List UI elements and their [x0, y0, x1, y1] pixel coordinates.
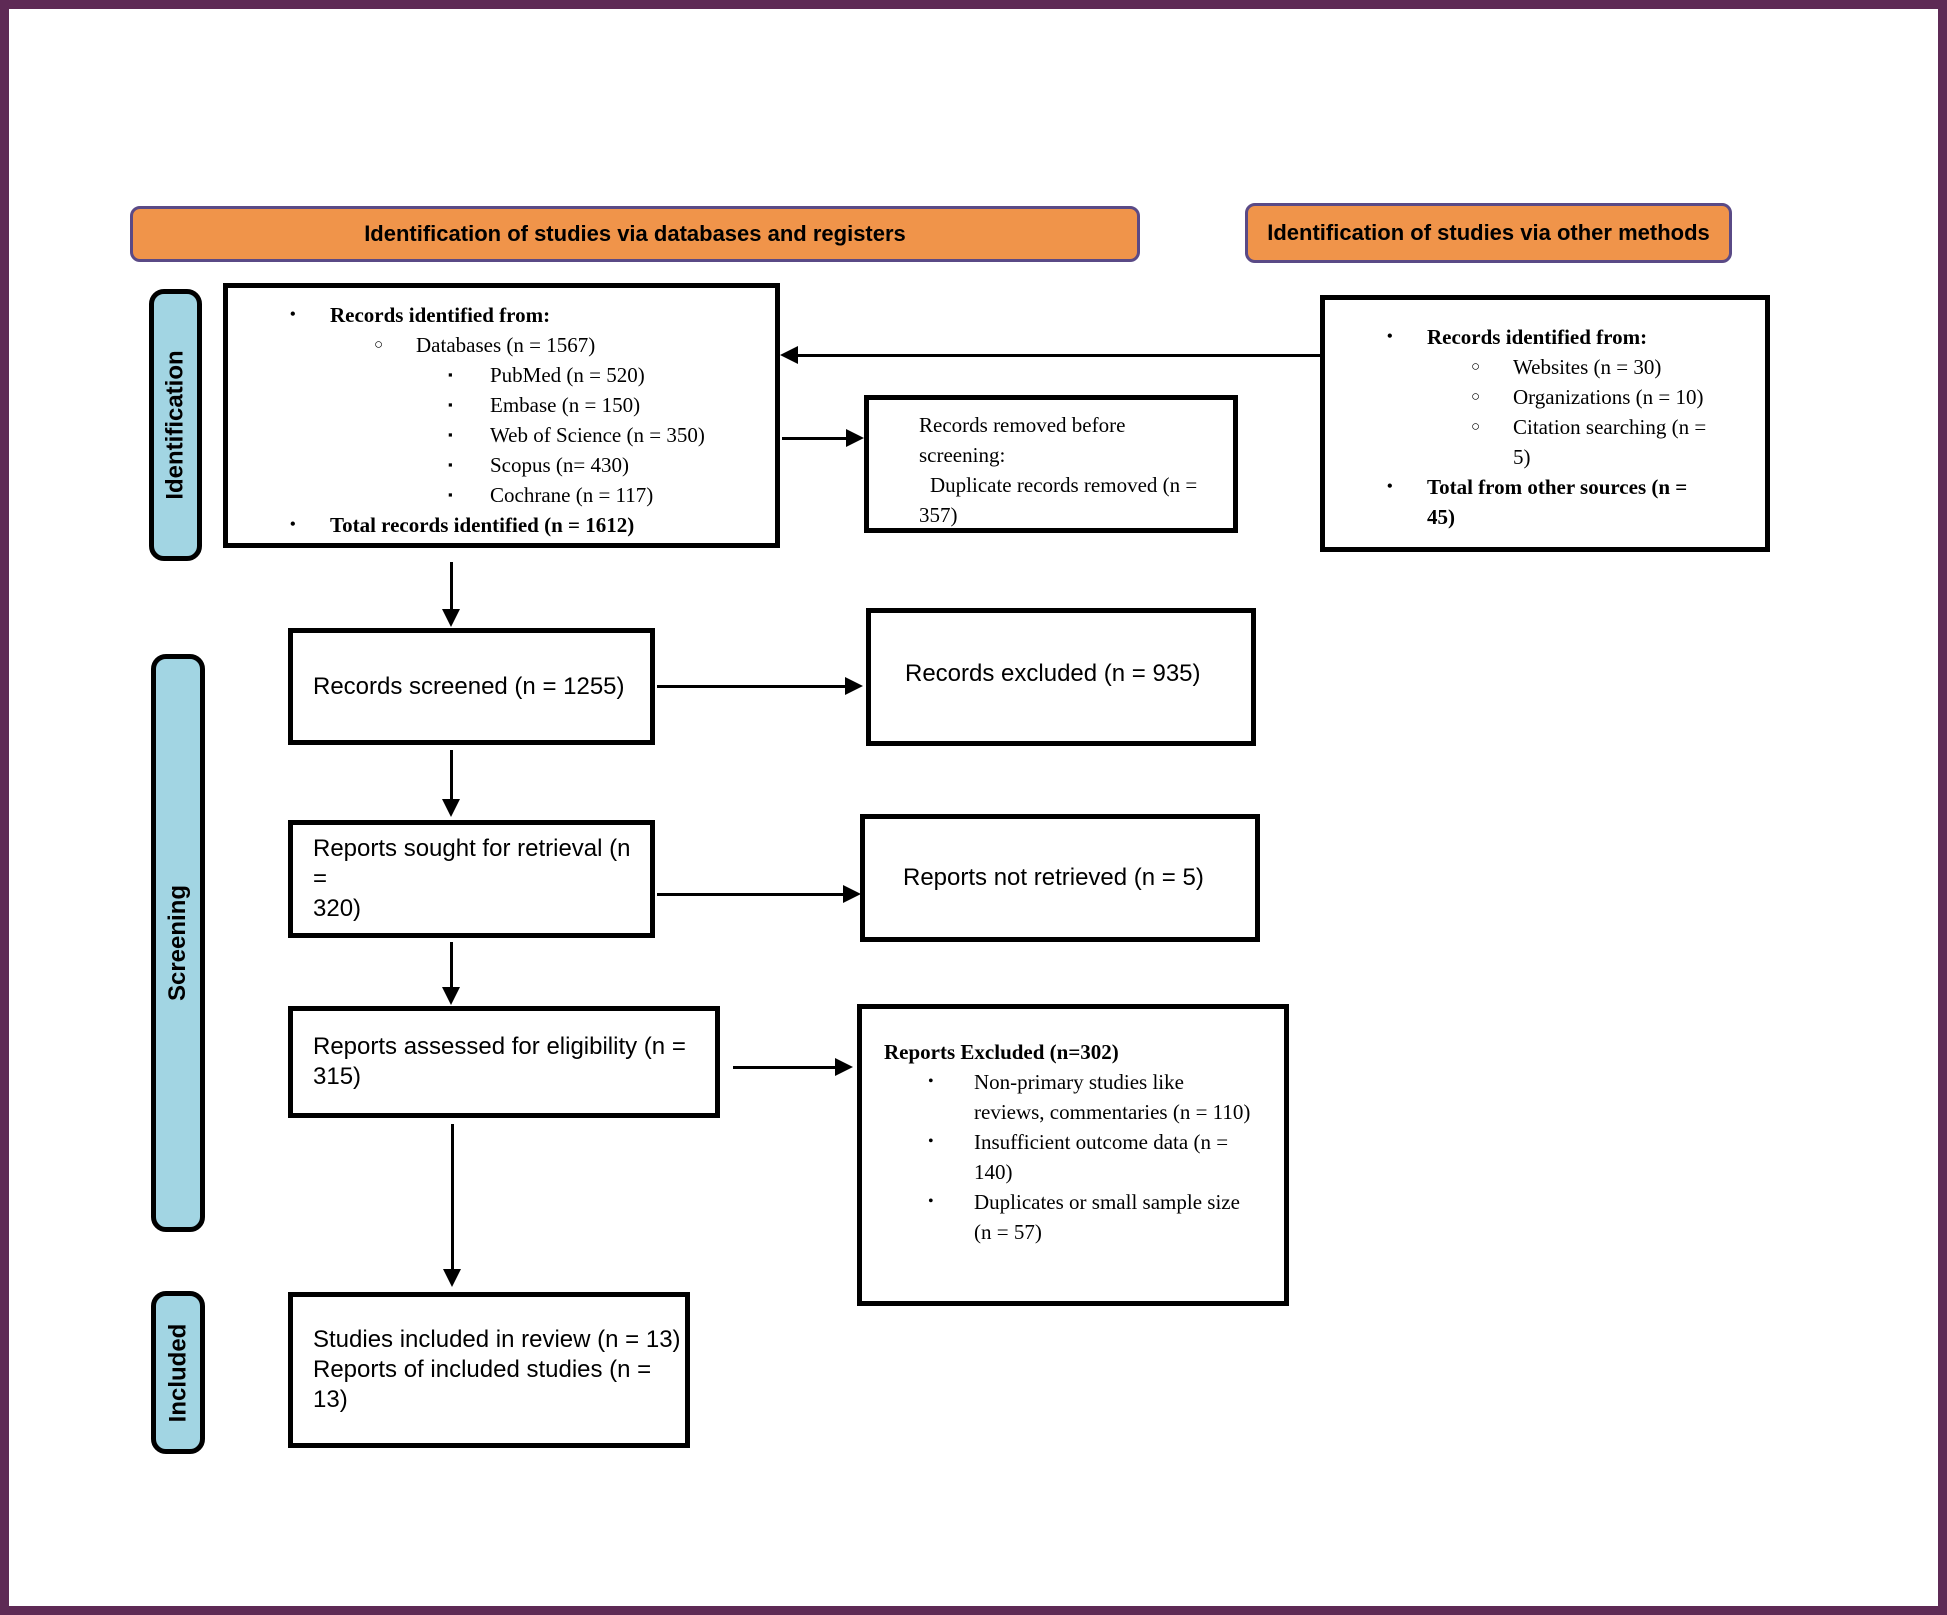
square-bullet-icon: ▪	[448, 397, 453, 412]
list-item: ▪Scopus (n= 430)	[228, 450, 775, 480]
box-reports-not-retrieved: Reports not retrieved (n = 5)	[860, 814, 1260, 942]
box-other-methods-identified: •Records identified from: ○Websites (n =…	[1320, 295, 1770, 552]
header-databases-registers: Identification of studies via databases …	[130, 206, 1140, 262]
arrowhead-right-icon	[845, 677, 863, 695]
records-screened-text: Records screened (n = 1255)	[313, 672, 625, 700]
reports-sought-text: Reports sought for retrieval (n = 320)	[313, 835, 631, 922]
circle-bullet-icon: ○	[1471, 419, 1481, 435]
list-item: •Non-primary studies like reviews, comme…	[862, 1067, 1284, 1127]
stage-label-identification-text: Identification	[161, 350, 189, 500]
list-item: ○Websites (n = 30)	[1325, 352, 1765, 382]
bullet-icon: •	[290, 306, 296, 323]
stage-label-included: Included	[151, 1291, 205, 1454]
stage-label-included-text: Included	[164, 1323, 192, 1422]
list-item: ▪Web of Science (n = 350)	[228, 420, 775, 450]
circle-bullet-icon: ○	[1471, 359, 1481, 375]
arrowhead-down-icon	[442, 609, 460, 627]
box-reports-assessed: Reports assessed for eligibility (n = 31…	[288, 1006, 720, 1118]
bullet-icon: •	[1387, 328, 1393, 345]
box-reports-sought: Reports sought for retrieval (n = 320)	[288, 820, 655, 938]
header-other-methods-label: Identification of studies via other meth…	[1267, 220, 1710, 245]
square-bullet-icon: ▪	[448, 367, 453, 382]
bullet-icon: •	[1387, 478, 1393, 495]
list-item: ○Organizations (n = 10)	[1325, 382, 1765, 412]
box-studies-included: Studies included in review (n = 13) Repo…	[288, 1292, 690, 1448]
arrowhead-down-icon	[443, 1269, 461, 1287]
studies-included-text: Studies included in review (n = 13)	[313, 1326, 681, 1353]
list-item: •Total from other sources (n = 45)	[1325, 472, 1765, 532]
arrowhead-left-icon	[780, 346, 798, 364]
list-item: ▪PubMed (n = 520)	[228, 360, 775, 390]
list-item: •Records identified from:	[228, 300, 775, 330]
square-bullet-icon: ▪	[448, 427, 453, 442]
list-item: ▪Embase (n = 150)	[228, 390, 775, 420]
box-records-excluded: Records excluded (n = 935)	[866, 608, 1256, 746]
list-item: •Insufficient outcome data (n = 140)	[862, 1127, 1284, 1187]
reports-assessed-text: Reports assessed for eligibility (n = 31…	[313, 1033, 686, 1090]
box-records-identified: •Records identified from: ○Databases (n …	[223, 283, 780, 548]
arrowhead-right-icon	[835, 1058, 853, 1076]
list-item: •Total records identified (n = 1612)	[228, 510, 775, 540]
header-other-methods: Identification of studies via other meth…	[1245, 203, 1732, 263]
stage-label-screening-text: Screening	[164, 884, 192, 1002]
stage-label-identification: Identification	[149, 289, 202, 561]
list-item: ▪Cochrane (n = 117)	[228, 480, 775, 510]
list-item: ○Databases (n = 1567)	[228, 330, 775, 360]
bullet-icon: •	[928, 1133, 934, 1150]
records-removed-heading: Records removed before screening:	[919, 413, 1126, 467]
reports-not-retrieved-text: Reports not retrieved (n = 5)	[903, 864, 1204, 891]
records-excluded-text: Records excluded (n = 935)	[905, 660, 1201, 687]
arrowhead-down-icon	[442, 799, 460, 817]
header-databases-registers-label: Identification of studies via databases …	[364, 221, 906, 246]
box-records-removed: Records removed before screening: Duplic…	[864, 395, 1238, 533]
bullet-icon: •	[928, 1073, 934, 1090]
arrowhead-right-icon	[843, 885, 861, 903]
box-records-screened: Records screened (n = 1255)	[288, 628, 655, 745]
arrowhead-down-icon	[442, 987, 460, 1005]
bullet-icon: •	[928, 1193, 934, 1210]
arrowhead-right-icon	[846, 429, 864, 447]
circle-bullet-icon: ○	[1471, 389, 1481, 405]
bullet-icon: •	[290, 516, 296, 533]
stage-label-screening: Screening	[151, 654, 205, 1232]
reports-included-text: Reports of included studies (n = 13)	[313, 1356, 652, 1413]
box-reports-excluded: Reports Excluded (n=302) •Non-primary st…	[857, 1004, 1289, 1306]
list-item: ○Citation searching (n = 5)	[1325, 412, 1765, 472]
square-bullet-icon: ▪	[448, 457, 453, 472]
reports-excluded-title: Reports Excluded (n=302)	[884, 1040, 1119, 1064]
square-bullet-icon: ▪	[448, 487, 453, 502]
circle-bullet-icon: ○	[374, 337, 384, 353]
list-item: •Records identified from:	[1325, 322, 1765, 352]
list-item: •Duplicates or small sample size (n = 57…	[862, 1187, 1284, 1247]
duplicates-removed-text: Duplicate records removed (n = 357)	[919, 473, 1198, 527]
